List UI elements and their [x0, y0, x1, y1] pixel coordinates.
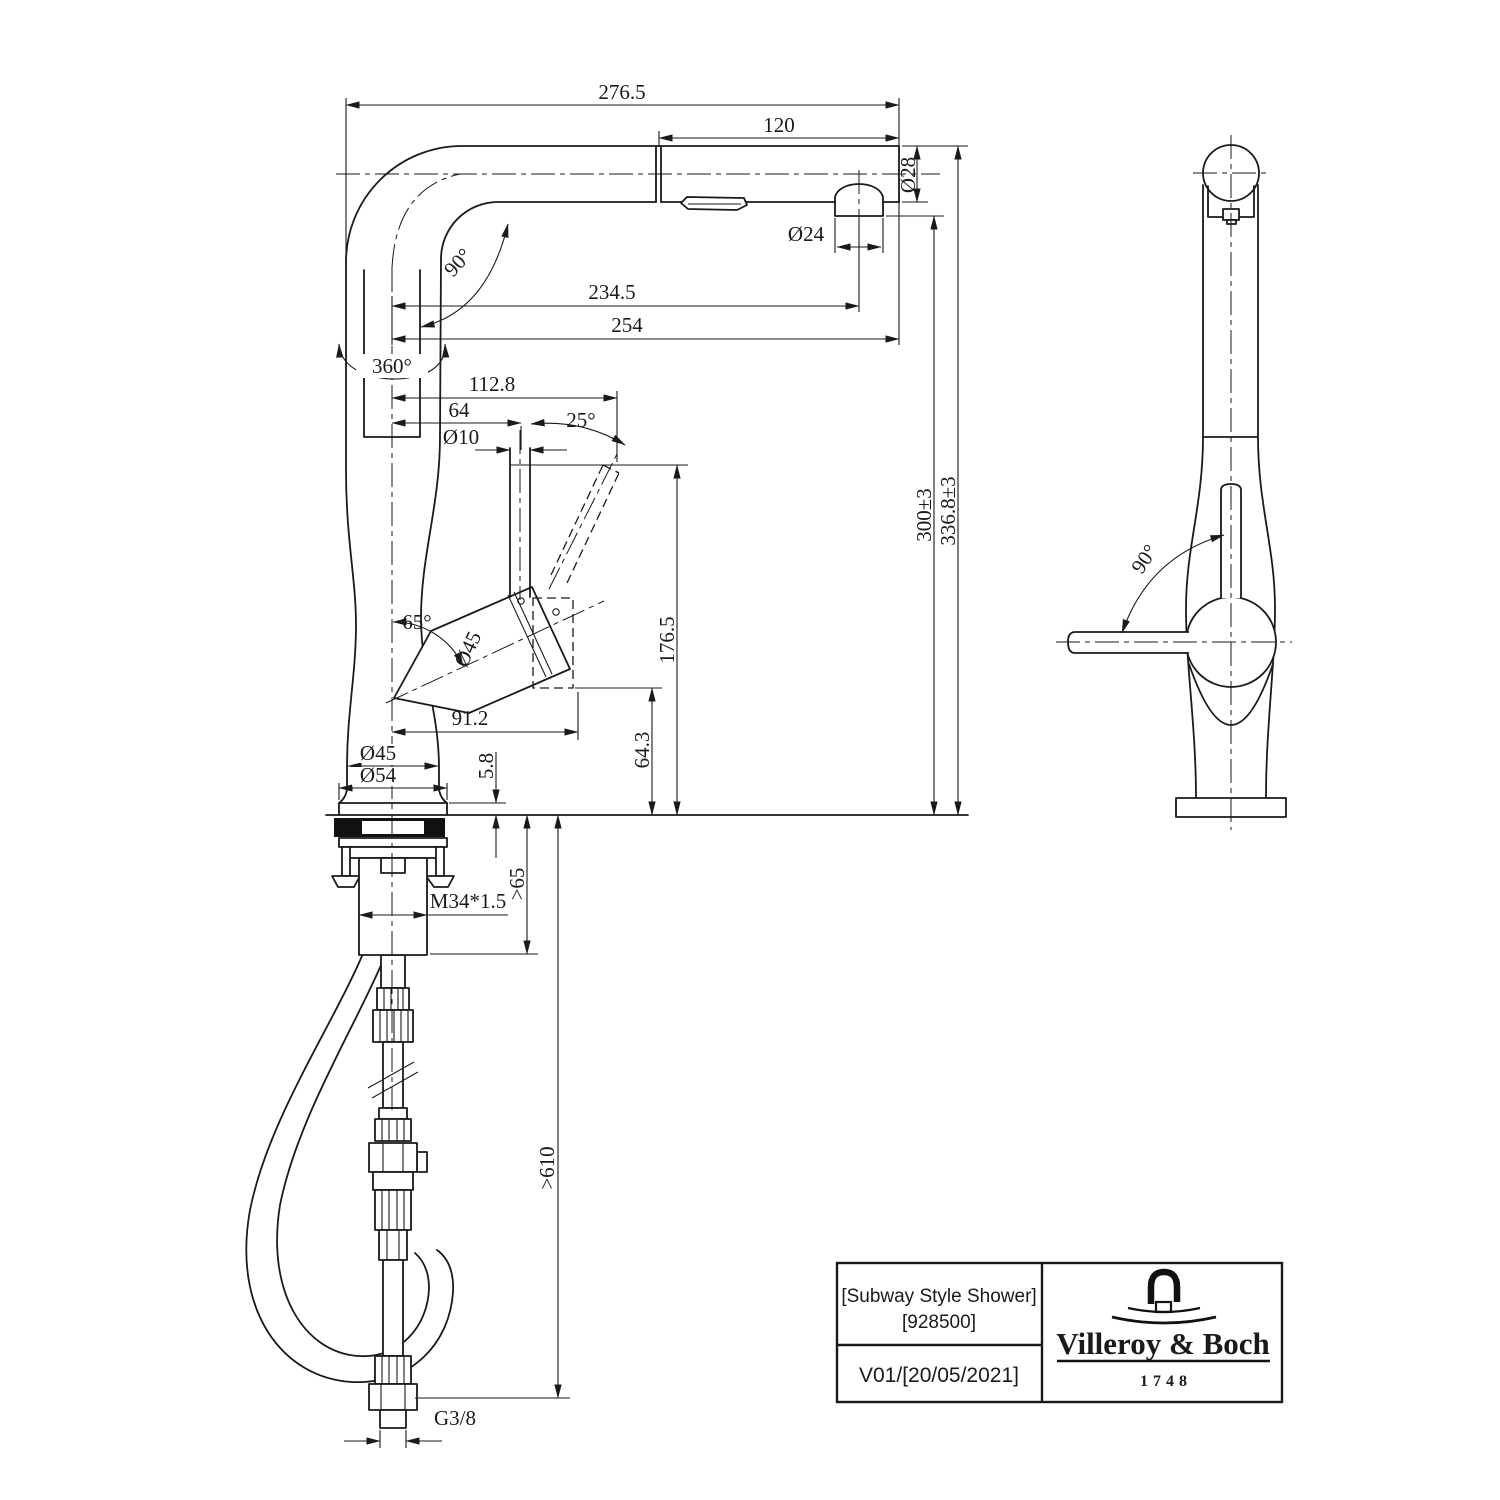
- dim-handle-height: 176.5: [655, 616, 679, 663]
- dimension-lines: [336, 101, 962, 1445]
- drawing-version: V01/[20/05/2021]: [859, 1364, 1019, 1387]
- faucet-body: [338, 145, 900, 816]
- side-view: 90°: [1056, 135, 1292, 830]
- dim-swivel-angle: 360°: [372, 354, 412, 378]
- dim-hose-length: >610: [535, 1146, 559, 1189]
- dim-handle-low-height: 64.3: [630, 732, 654, 769]
- product-code: [928500]: [902, 1312, 976, 1333]
- supply-hose-loop: [245, 955, 454, 1383]
- handle: [393, 447, 571, 714]
- dim-spout-height: 300±3: [912, 488, 936, 542]
- dim-total-height: 336.8±3: [936, 476, 960, 545]
- dim-spout-dia: Ø28: [896, 157, 920, 193]
- dim-rod-dia: Ø10: [443, 425, 479, 449]
- dim-reach-total: 254: [611, 313, 643, 337]
- dim-lever-tilt: 25°: [566, 408, 595, 432]
- dim-body-dia: Ø45: [360, 741, 396, 765]
- product-name: [Subway Style Shower]: [841, 1286, 1036, 1307]
- brand-name: Villeroy & Boch: [1056, 1326, 1270, 1361]
- dim-lever-offset: 64: [449, 398, 471, 422]
- dim-bend-angle: 90°: [439, 243, 477, 281]
- dim-pullout-length: 120: [763, 113, 795, 137]
- dim-handle-angle: 65°: [402, 610, 431, 634]
- supply-nut: [368, 1383, 418, 1411]
- dim-aerator-dia: Ø24: [788, 222, 825, 246]
- base-flange: [338, 802, 448, 816]
- mounting-hardware: [331, 818, 455, 956]
- dim-shank-thread: M34*1.5: [430, 889, 506, 913]
- extension-lines: [338, 98, 968, 1448]
- hose-connector-stack: [367, 954, 428, 1429]
- faucet-icon: [1147, 1268, 1181, 1304]
- dimension-labels: 276.5 120 Ø28 Ø24 90° 234.5 254 360° 112…: [352, 80, 960, 1430]
- dim-reach-aerator: 234.5: [588, 280, 635, 304]
- dim-supply-thread: G3/8: [434, 1406, 476, 1430]
- brand-logo: Villeroy & Boch 1748: [1056, 1268, 1270, 1390]
- lever-alt-position: [532, 464, 620, 689]
- swivel-arc: [336, 343, 450, 380]
- ripple-icon: [1111, 1315, 1217, 1325]
- ripple-icon: [1127, 1306, 1201, 1314]
- dim-side-lever-angle: 90°: [1126, 540, 1162, 578]
- lever-swing-arc: [1121, 534, 1225, 634]
- dim-handle-reach: 91.2: [452, 706, 489, 730]
- dim-overall-reach: 276.5: [598, 80, 645, 104]
- release-button: [680, 196, 748, 211]
- dim-counter-thickness: >65: [505, 868, 529, 901]
- front-view: 276.5 120 Ø28 Ø24 90° 234.5 254 360° 112…: [245, 80, 969, 1448]
- title-block: [Subway Style Shower] [928500] V01/[20/0…: [835, 1261, 1284, 1404]
- dim-lever-tip-offset: 112.8: [469, 372, 515, 396]
- centerlines-front: [336, 170, 940, 1110]
- lever-rod: [509, 447, 531, 598]
- centerlines-side: [1056, 135, 1292, 830]
- dim-base-dia: Ø54: [360, 763, 397, 787]
- supply-outlet: [379, 1409, 407, 1429]
- dim-flange-thickness: 5.8: [474, 753, 498, 779]
- brand-year: 1748: [1140, 1373, 1192, 1390]
- threaded-shank: [358, 857, 428, 956]
